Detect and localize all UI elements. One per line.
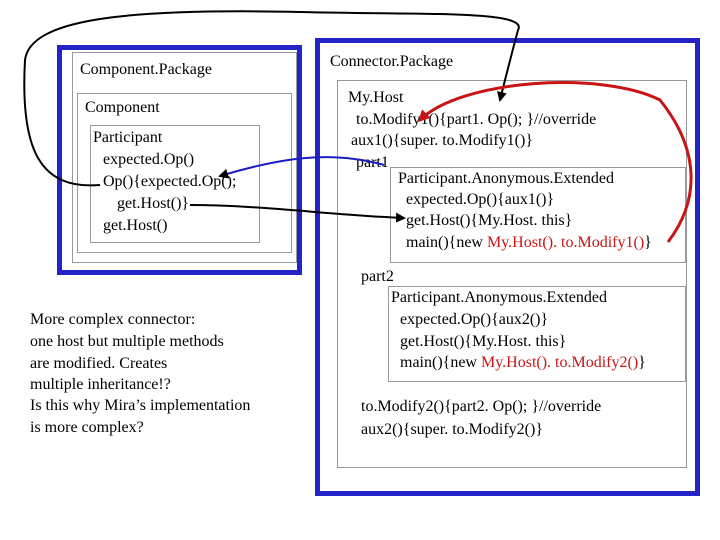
part1-line-3: get.Host(){My.Host. this} <box>406 212 573 229</box>
note-line-1: More complex connector: <box>30 311 196 328</box>
part2-main-prefix: main(){new <box>400 354 481 371</box>
part2-line-1: Participant.Anonymous.Extended <box>391 289 607 306</box>
connector-package-frame <box>315 38 700 496</box>
component-package-inner <box>72 52 297 263</box>
note-line-4: multiple inheritance!? <box>30 376 171 393</box>
part2-line-3: get.Host(){My.Host. this} <box>400 333 567 350</box>
participant-line-1: Participant <box>93 129 163 146</box>
participant-line-2: expected.Op() <box>103 151 195 168</box>
note-line-5: Is this why Mira’s implementation <box>30 397 251 414</box>
participant-line-5: get.Host() <box>103 217 168 234</box>
component-box <box>77 93 292 253</box>
arrow-red <box>417 81 693 243</box>
part1-line-4: main(){new My.Host(). to.Modify1()} <box>406 233 652 253</box>
my-host-line-3: aux1(){super. to.Modify1()} <box>351 132 533 149</box>
part2-label: part2 <box>361 268 394 285</box>
part2-box <box>388 286 686 382</box>
my-host-box <box>337 80 687 468</box>
part1-main-highlight: My.Host(). to.Modify1() <box>486 234 645 251</box>
part2-line-4: main(){new My.Host(). to.Modify2()} <box>400 353 646 373</box>
component-package-title: Component.Package <box>80 61 212 78</box>
part1-main-suffix: } <box>644 234 652 251</box>
part1-line-1: Participant.Anonymous.Extended <box>398 170 614 187</box>
note-line-2: one host but multiple methods <box>30 333 224 350</box>
tail-line-2: aux2(){super. to.Modify2()} <box>361 421 543 438</box>
component-title: Component <box>85 99 160 116</box>
arrow-expectedop <box>218 156 385 179</box>
component-package-frame <box>57 45 302 275</box>
tail-line-1: to.Modify2(){part2. Op(); }//override <box>361 398 602 415</box>
part2-line-2: expected.Op(){aux2()} <box>400 311 549 328</box>
participant-line-4: get.Host()} <box>117 195 190 212</box>
note-line-3: are modified. Creates <box>30 355 168 372</box>
arrow-loop-black <box>23 10 520 187</box>
part1-box <box>390 167 686 263</box>
participant-box <box>90 125 260 243</box>
part2-main-highlight: My.Host(). to.Modify2() <box>480 354 639 371</box>
part1-line-2: expected.Op(){aux1()} <box>406 191 555 208</box>
my-host-line-1: My.Host <box>348 89 404 106</box>
arrow-gethost <box>189 204 406 223</box>
part2-main-suffix: } <box>638 354 646 371</box>
part1-main-prefix: main(){new <box>406 234 487 251</box>
note-line-6: is more complex? <box>30 419 144 436</box>
connector-package-title: Connector.Package <box>330 53 454 70</box>
participant-line-3: Op(){expected.Op(); <box>103 173 237 190</box>
